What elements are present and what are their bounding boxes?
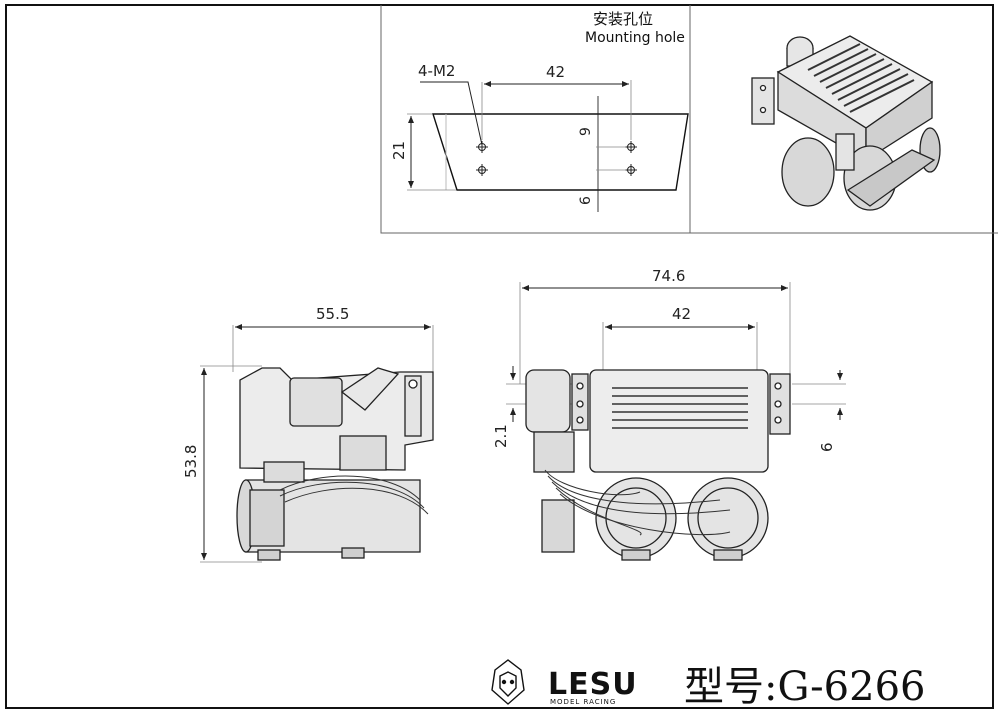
mounting-hole-panel: 安装孔位 Mounting hole 4-M2 42 21 (380, 5, 998, 234)
mount-dim-width: 42 (546, 63, 565, 81)
isometric-render (751, 35, 941, 211)
mount-dim-spacing-b: 6 (578, 196, 594, 205)
mounting-holes (476, 141, 637, 176)
front-view: 74.6 42 2.1 6 (492, 267, 846, 561)
brand-subtitle: MODEL RACING (550, 698, 616, 706)
hole-label: 4-M2 (418, 62, 455, 80)
side-view: 55.5 53.8 (182, 305, 434, 563)
mounting-title-cn: 安装孔位 (593, 10, 653, 28)
brand-name: LESU (548, 667, 638, 702)
mounting-title-en: Mounting hole (585, 30, 685, 46)
model-number: 型号:G-6266 (684, 664, 925, 710)
mount-dim-height: 21 (390, 141, 408, 160)
brand-block: LESU MODEL RACING 型号:G-6266 (491, 659, 925, 710)
front-dim-spacing: 6 (818, 442, 836, 452)
front-dim-total: 74.6 (652, 267, 685, 285)
hole-leader (420, 81, 483, 146)
mount-dim-spacing-a: 9 (578, 127, 594, 136)
front-dim-offset: 2.1 (492, 424, 510, 448)
front-dim-mount: 42 (672, 305, 691, 323)
mounting-plate (432, 113, 689, 191)
side-dim-height: 53.8 (182, 445, 200, 478)
side-dim-width: 55.5 (316, 305, 349, 323)
outer-frame (5, 4, 994, 709)
lion-logo (491, 659, 525, 705)
